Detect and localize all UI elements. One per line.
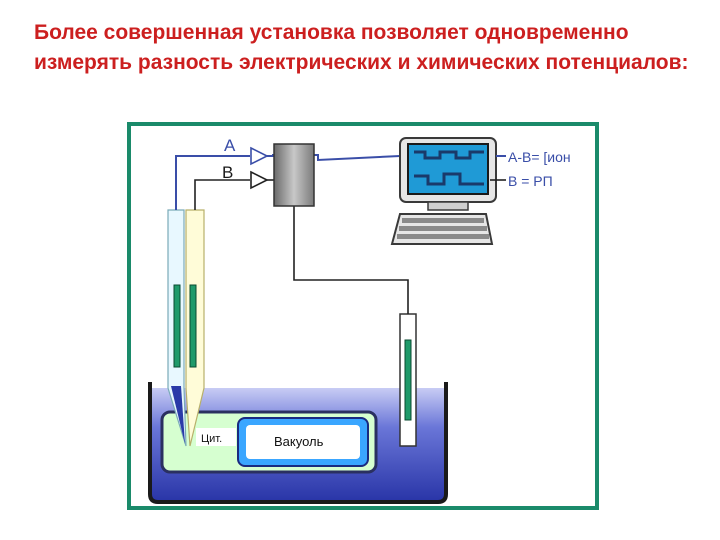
screen-waveform-bottom [414,172,484,186]
amplifier-a [250,146,269,166]
vacuole-label: Вакуоль [274,434,324,449]
computer [390,137,497,245]
screen-waveform-top [414,150,484,160]
channel-b-label: В [222,163,233,182]
microelectrode-b [185,209,205,447]
amplifier-b [250,170,269,190]
channel-a-label: А [224,136,236,155]
slide-title: Более совершенная установка позволяет од… [34,21,689,74]
cytoplasm-label: Цит. [201,433,222,445]
formula-reference: В = РП [508,173,553,189]
cell: Вакуоль Цит. [160,410,378,474]
formula-difference: А-В= [ион [508,149,571,165]
microelectrode-a [167,209,187,447]
wire-b [194,179,409,314]
reference-electrode [399,313,417,447]
processing-unit [273,143,315,207]
